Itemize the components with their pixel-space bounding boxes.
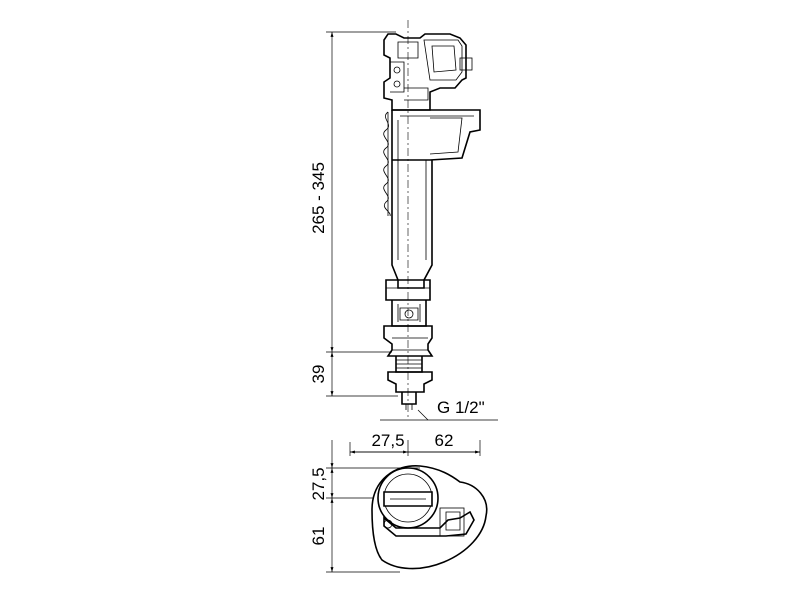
valve-side-view — [383, 20, 481, 420]
side-a-label: 27,5 — [309, 467, 328, 500]
side-view-dimensions — [326, 31, 498, 421]
top-view-dimensions — [326, 440, 481, 573]
height-range-label: 265 - 345 — [309, 162, 328, 234]
thread-size-label: G 1/2" — [437, 398, 485, 417]
valve-top-view — [371, 465, 488, 570]
connection-height-label: 39 — [309, 365, 328, 384]
offset-a-label: 27,5 — [371, 431, 404, 450]
side-b-label: 61 — [309, 527, 328, 546]
offset-b-label: 62 — [435, 431, 454, 450]
